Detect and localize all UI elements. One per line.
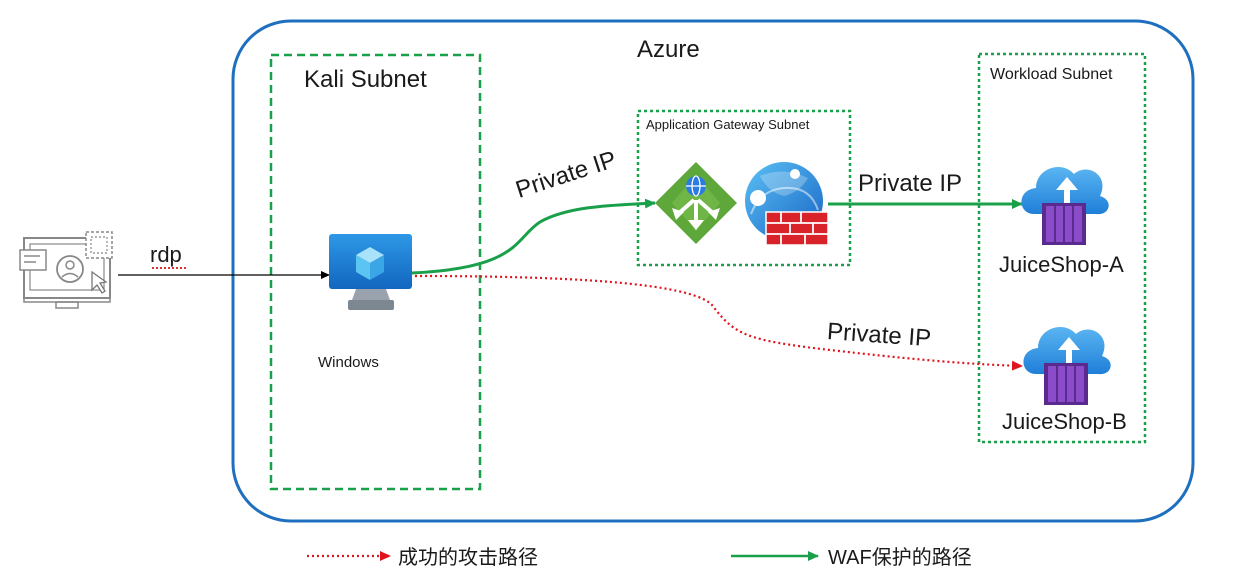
remote-user-monitor-icon xyxy=(19,231,113,309)
spellcheck-underline xyxy=(152,267,188,269)
juiceshop-a-label: JuiceShop-A xyxy=(999,252,1124,277)
legend-waf-label: WAF保护的路径 xyxy=(828,547,972,569)
workload-subnet-title: Workload Subnet xyxy=(990,66,1113,83)
azure-boundary xyxy=(231,19,1195,523)
waf-path-to-gateway xyxy=(411,198,656,275)
juiceshop-b-label: JuiceShop-B xyxy=(1002,409,1127,434)
appgw-subnet-title: Application Gateway Subnet xyxy=(646,117,810,132)
legend-attack-label: 成功的攻击路径 xyxy=(398,547,538,569)
windows-vm-icon xyxy=(329,234,412,310)
app-service-container-icon-b xyxy=(1023,326,1111,405)
private-ip-label-juiceshop-a: Private IP xyxy=(858,170,963,197)
rdp-label: rdp xyxy=(150,242,182,267)
attack-path-to-juiceshop-b xyxy=(414,274,1023,371)
application-gateway-icon xyxy=(655,162,737,244)
waf-policy-icon xyxy=(745,162,829,246)
windows-label: Windows xyxy=(318,354,379,371)
appgw-subnet-box xyxy=(636,109,852,267)
azure-title: Azure xyxy=(637,36,700,63)
kali-subnet-box xyxy=(269,53,482,491)
kali-subnet-title: Kali Subnet xyxy=(304,66,427,93)
workload-subnet-box xyxy=(977,52,1147,444)
app-service-container-icon-a xyxy=(1021,166,1109,245)
